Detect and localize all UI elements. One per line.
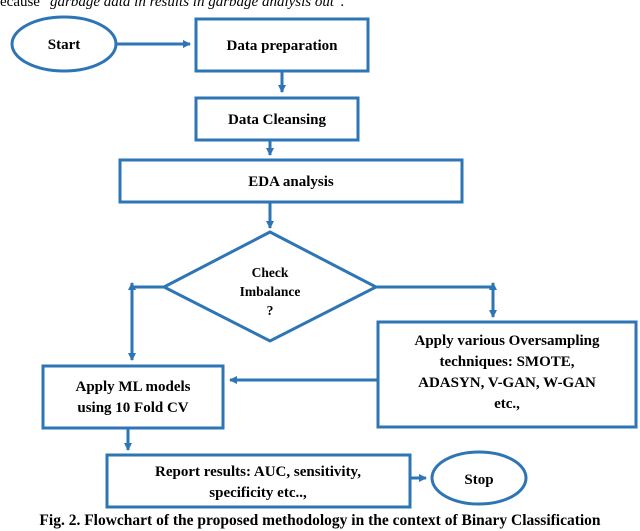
report-line1: Report results: AUC, sensitivity, (155, 464, 361, 480)
intro-text-fragment: ecause "garbage data in results in garba… (0, 0, 345, 10)
data-preparation-label: Data preparation (227, 38, 339, 54)
oversampling-line2: techniques: SMOTE, (439, 354, 574, 370)
start-label: Start (48, 37, 81, 53)
start-node: Start (10, 15, 118, 73)
eda-label: EDA analysis (248, 174, 334, 190)
eda-node: EDA analysis (118, 158, 464, 204)
oversampling-line1: Apply various Oversampling (414, 333, 600, 349)
ml-models-line1: Apply ML models (75, 379, 190, 395)
ml-models-line2: using 10 Fold CV (77, 400, 188, 416)
stop-node: Stop (430, 450, 528, 506)
check-label-line3: ? (267, 303, 274, 318)
stop-label: Stop (464, 472, 493, 488)
check-label-line1: Check (252, 265, 289, 280)
data-cleansing-label: Data Cleansing (228, 112, 326, 128)
check-label-line2: Imbalance (240, 284, 301, 299)
ml-models-node: Apply ML models using 10 Fold CV (41, 364, 225, 430)
data-preparation-node: Data preparation (194, 17, 370, 73)
oversampling-line3: ADASYN, V-GAN, W-GAN (418, 375, 596, 391)
report-line2: specificity etc.., (209, 485, 307, 501)
figure-caption: Fig. 2. Flowchart of the proposed method… (39, 512, 601, 529)
oversampling-line4: etc., (494, 396, 520, 412)
data-cleansing-node: Data Cleansing (194, 96, 360, 142)
report-node: Report results: AUC, sensitivity, specif… (105, 453, 412, 509)
oversampling-node: Apply various Oversampling techniques: S… (376, 320, 638, 429)
check-imbalance-node: Check Imbalance ? (160, 230, 380, 343)
